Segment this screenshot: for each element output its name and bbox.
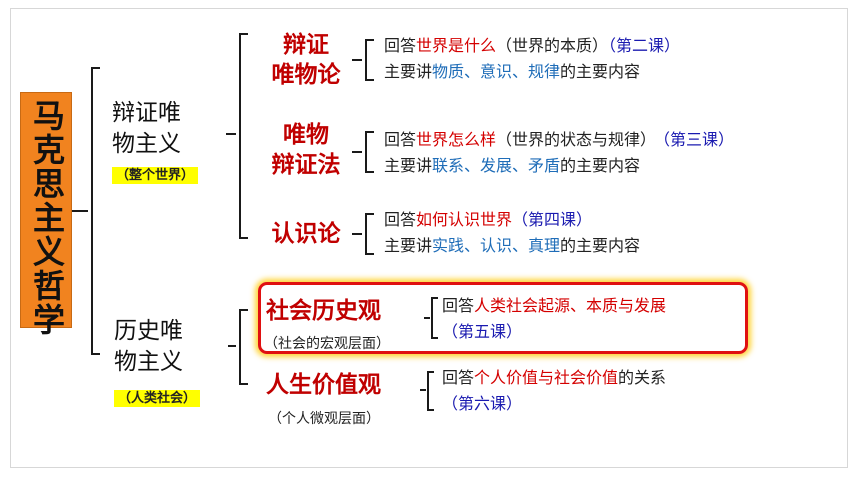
- leaf-materialist-dialectics: 唯物 辩证法: [262, 120, 350, 180]
- leaf1-content-prefix: 主要讲: [384, 62, 433, 81]
- leaf-life-value-view: 人生价值观: [266, 370, 381, 400]
- leaf3-content: 主要讲实践、认识、真理的主要内容: [384, 234, 640, 258]
- leaf4-answer: 回答人类社会起源、本质与发展: [442, 294, 666, 318]
- leaf4-answer-prefix: 回答: [442, 296, 475, 315]
- leaf2-lesson: （第三课）: [662, 130, 735, 149]
- branch1-tag: （整个世界）: [112, 167, 199, 184]
- branch2-tag: （人类社会）: [114, 390, 201, 407]
- leaf2-content-prefix: 主要讲: [384, 156, 433, 175]
- root-bracket: [72, 67, 100, 355]
- branch2-bracket: [228, 309, 248, 385]
- leaf1-answer-prefix: 回答: [384, 36, 417, 55]
- leaf5-answer-prefix: 回答: [442, 368, 475, 387]
- leaf5-sub: （个人微观层面）: [268, 411, 380, 427]
- leaf2-answer-note: （世界的状态与规律）: [496, 130, 657, 149]
- branch2-tag-wrap: （人类社会）: [114, 387, 201, 407]
- leaf2-content-suffix: 的主要内容: [560, 156, 641, 175]
- leaf3-bracket: [352, 213, 374, 255]
- branch1-title-line2: 物主义: [112, 131, 181, 157]
- leaf4-answer-topic: 人类社会起源、本质与发展: [474, 296, 667, 315]
- branch-dialectical-materialism: 辩证唯 物主义: [112, 98, 181, 160]
- leaf2-answer: 回答世界怎么样（世界的状态与规律） （第三课）: [384, 128, 734, 152]
- leaf2-answer-prefix: 回答: [384, 130, 417, 149]
- leaf3-content-suffix: 的主要内容: [560, 236, 641, 255]
- leaf2-content-items: 联系、发展、矛盾: [432, 156, 561, 175]
- leaf2-name-line1: 唯物: [283, 121, 329, 148]
- branch-historical-materialism: 历史唯 物主义: [114, 316, 183, 378]
- leaf1-name-line2: 唯物论: [271, 61, 341, 88]
- branch2-title-line2: 物主义: [114, 349, 183, 375]
- root-node: 马克思主义哲学: [20, 92, 72, 337]
- leaf-social-history-view: 社会历史观: [266, 296, 381, 326]
- leaf1-content: 主要讲物质、意识、规律的主要内容: [384, 60, 640, 84]
- branch2-title-line1: 历史唯: [114, 318, 183, 344]
- leaf4-name: 社会历史观: [266, 297, 381, 324]
- leaf3-answer: 回答如何认识世界（第四课）: [384, 208, 592, 232]
- leaf2-answer-topic: 世界怎么样: [416, 130, 497, 149]
- leaf2-name-line2: 辩证法: [271, 151, 341, 178]
- root-label: 马克思主义哲学: [28, 99, 66, 337]
- leaf2-content: 主要讲联系、发展、矛盾的主要内容: [384, 154, 640, 178]
- leaf2-bracket: [352, 131, 374, 173]
- leaf1-answer-note: （世界的本质）: [496, 36, 609, 55]
- leaf1-answer: 回答世界是什么（世界的本质）（第二课）: [384, 34, 680, 58]
- branch1-title-line1: 辩证唯: [112, 100, 181, 126]
- leaf3-content-items: 实践、认识、真理: [432, 236, 561, 255]
- leaf1-bracket: [352, 39, 374, 81]
- leaf5-lesson: （第六课）: [442, 394, 523, 413]
- leaf5-answer-suffix: 的关系: [618, 368, 667, 387]
- leaf3-answer-topic: 如何认识世界: [416, 210, 513, 229]
- leaf1-content-items: 物质、意识、规律: [432, 62, 561, 81]
- leaf3-answer-prefix: 回答: [384, 210, 417, 229]
- leaf5-name: 人生价值观: [266, 371, 381, 398]
- leaf4-bracket: [424, 297, 438, 339]
- leaf3-content-prefix: 主要讲: [384, 236, 433, 255]
- leaf-dialectical-materialism-theory: 辩证 唯物论: [262, 30, 350, 90]
- leaf3-lesson: （第四课）: [512, 210, 593, 229]
- leaf1-name-line1: 辩证: [283, 31, 329, 58]
- leaf4-sub: （社会的宏观层面）: [264, 336, 390, 352]
- leaf5-answer: 回答个人价值与社会价值的关系: [442, 366, 666, 390]
- leaf4-lesson: （第五课）: [442, 322, 523, 341]
- leaf5-bracket: [420, 371, 434, 411]
- leaf5-answer-topic: 个人价值与社会价值: [474, 368, 619, 387]
- leaf1-content-suffix: 的主要内容: [560, 62, 641, 81]
- branch1-tag-wrap: （整个世界）: [112, 164, 199, 184]
- leaf-epistemology: 认识论: [262, 219, 350, 249]
- branch1-bracket: [226, 33, 248, 239]
- leaf3-name-line1: 认识论: [271, 220, 341, 247]
- leaf1-answer-topic: 世界是什么: [416, 36, 497, 55]
- highlight-frame: [258, 282, 748, 354]
- leaf1-lesson: （第二课）: [608, 36, 681, 55]
